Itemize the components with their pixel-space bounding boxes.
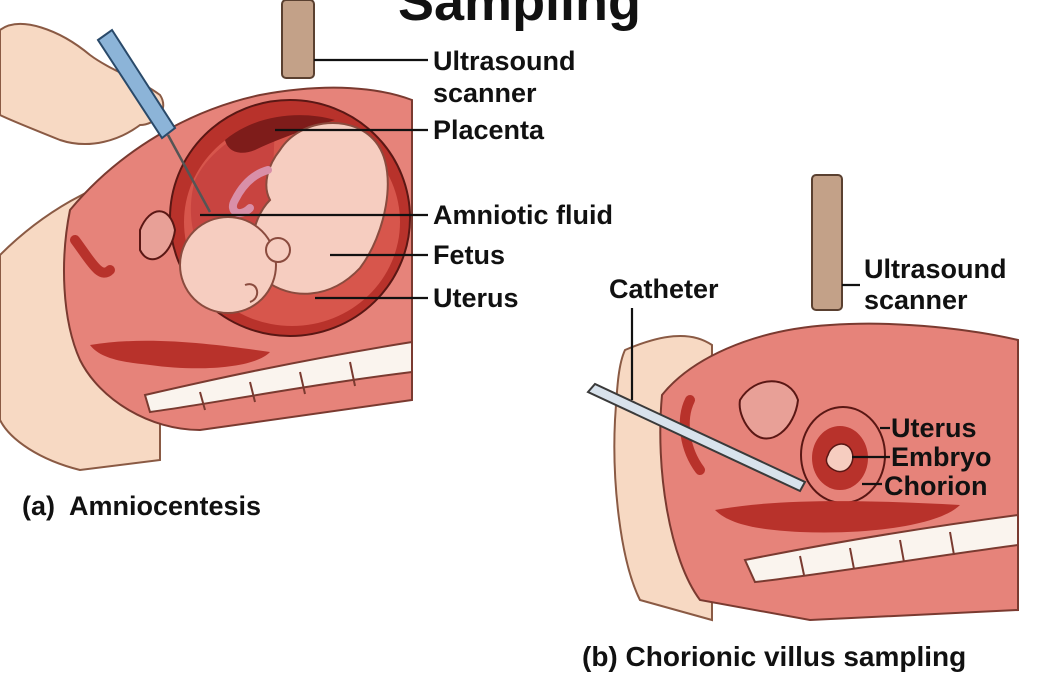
panel-a-label-placenta: Placenta: [433, 115, 545, 145]
panel-b-caption: (b) Chorionic villus sampling: [582, 641, 966, 672]
panel-a-label-scanner-line2: scanner: [433, 78, 537, 108]
panel-chorionic-villus-sampling: Catheter Ultrasound scanner Uterus Embry…: [582, 175, 1018, 672]
panel-a-ultrasound-probe: [282, 0, 314, 78]
panel-a-label-amniotic-fluid: Amniotic fluid: [433, 200, 613, 230]
panel-a-fetus-hand: [266, 238, 290, 262]
panel-b-label-embryo: Embryo: [891, 442, 992, 472]
panel-b-label-catheter: Catheter: [609, 274, 719, 304]
panel-amniocentesis: Ultrasound scanner Placenta Amniotic flu…: [0, 0, 613, 521]
panel-a-label-scanner-line1: Ultrasound: [433, 46, 576, 76]
panel-a-label-uterus: Uterus: [433, 283, 519, 313]
panel-a-label-fetus: Fetus: [433, 240, 505, 270]
panel-b-label-scanner-line2: scanner: [864, 285, 968, 315]
panel-b-ultrasound-probe: [812, 175, 842, 310]
panel-a-fetus-head: [180, 217, 276, 313]
diagram-title: Sampling: [398, 0, 641, 32]
panel-a-caption: (a) Amniocentesis: [22, 491, 261, 521]
panel-b-label-uterus: Uterus: [891, 413, 977, 443]
panel-b-label-chorion: Chorion: [884, 471, 987, 501]
panel-b-label-scanner-line1: Ultrasound: [864, 254, 1007, 284]
